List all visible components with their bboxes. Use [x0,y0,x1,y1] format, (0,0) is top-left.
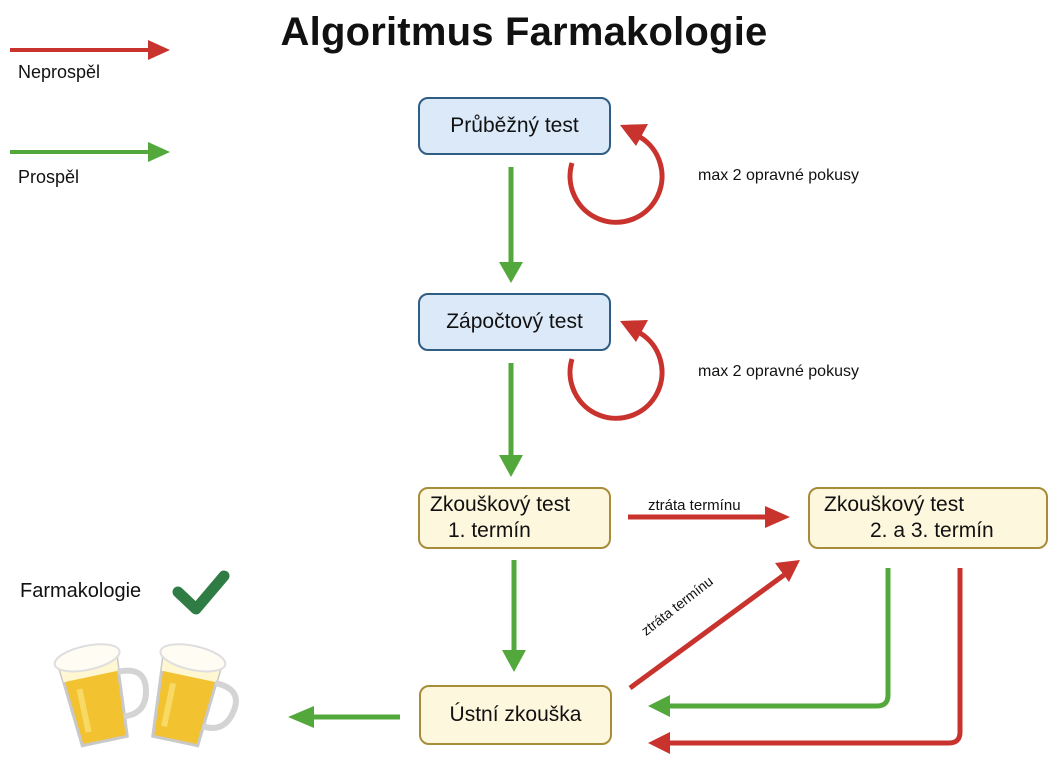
node-zapoctovy-label: Zápočtový test [446,310,583,333]
arrow-zkouskovy23-fail-to-ustni [668,568,963,746]
result-label: Farmakologie [20,580,142,602]
node-zapoctovy-test: Zápočtový test [418,293,611,351]
node-ustni-zkouska: Ústní zkouška [419,685,612,745]
arrowhead-zapoctovy-to-zkouskovy1 [499,455,523,477]
legend-pass-label: Prospěl [18,167,80,187]
arrowhead-prubezny-to-zapoctovy [499,262,523,283]
node-ustni-label: Ústní zkouška [449,703,582,726]
node-prubezny-label: Průběžný test [450,114,579,137]
node-zkouskovy23-line1: Zkouškový test [824,493,965,516]
arrowhead-zkouskovy23-fail-to-ustni [648,732,670,754]
node-zkouskovy1-line1: Zkouškový test [430,493,571,516]
arrowhead-ustni-to-result [288,706,314,728]
page-title: Algoritmus Farmakologie [280,10,768,54]
retake-note-2: max 2 opravné pokusy [698,363,859,380]
retake-loop-2-arrowhead [620,320,648,342]
arrowhead-ustni-to-zkouskovy23 [775,560,800,582]
legend-fail-arrowhead [148,40,170,60]
arrow-zkouskovy23-pass-to-ustni [668,568,891,709]
node-zkouskovy-test-1: Zkouškový test 1. termín [418,487,611,549]
node-prubezny-test: Průběžný test [418,97,611,155]
legend-fail-label: Neprospěl [18,62,101,82]
retake-note-1: max 2 opravné pokusy [698,167,859,184]
arrowhead-zkouskovy23-pass-to-ustni [648,695,670,717]
retake-loop-2 [567,330,665,421]
loss-label-horizontal: ztráta termínu [648,497,741,514]
arrow-ustni-to-zkouskovy23 [628,572,786,691]
arrowhead-zkouskovy1-to-zkouskovy23 [765,506,790,528]
node-zkouskovy23-line2: 2. a 3. termín [870,519,994,542]
node-zkouskovy-test-2-3: Zkouškový test 2. a 3. termín [808,487,1048,549]
retake-loop-1 [567,134,665,225]
retake-loop-1-arrowhead [620,124,648,146]
beer-mugs-icon [53,643,239,748]
node-zkouskovy1-line2: 1. termín [448,519,531,542]
arrowhead-zkouskovy1-to-ustni [502,650,526,672]
check-icon [172,570,230,615]
legend-pass-arrowhead [148,142,170,162]
